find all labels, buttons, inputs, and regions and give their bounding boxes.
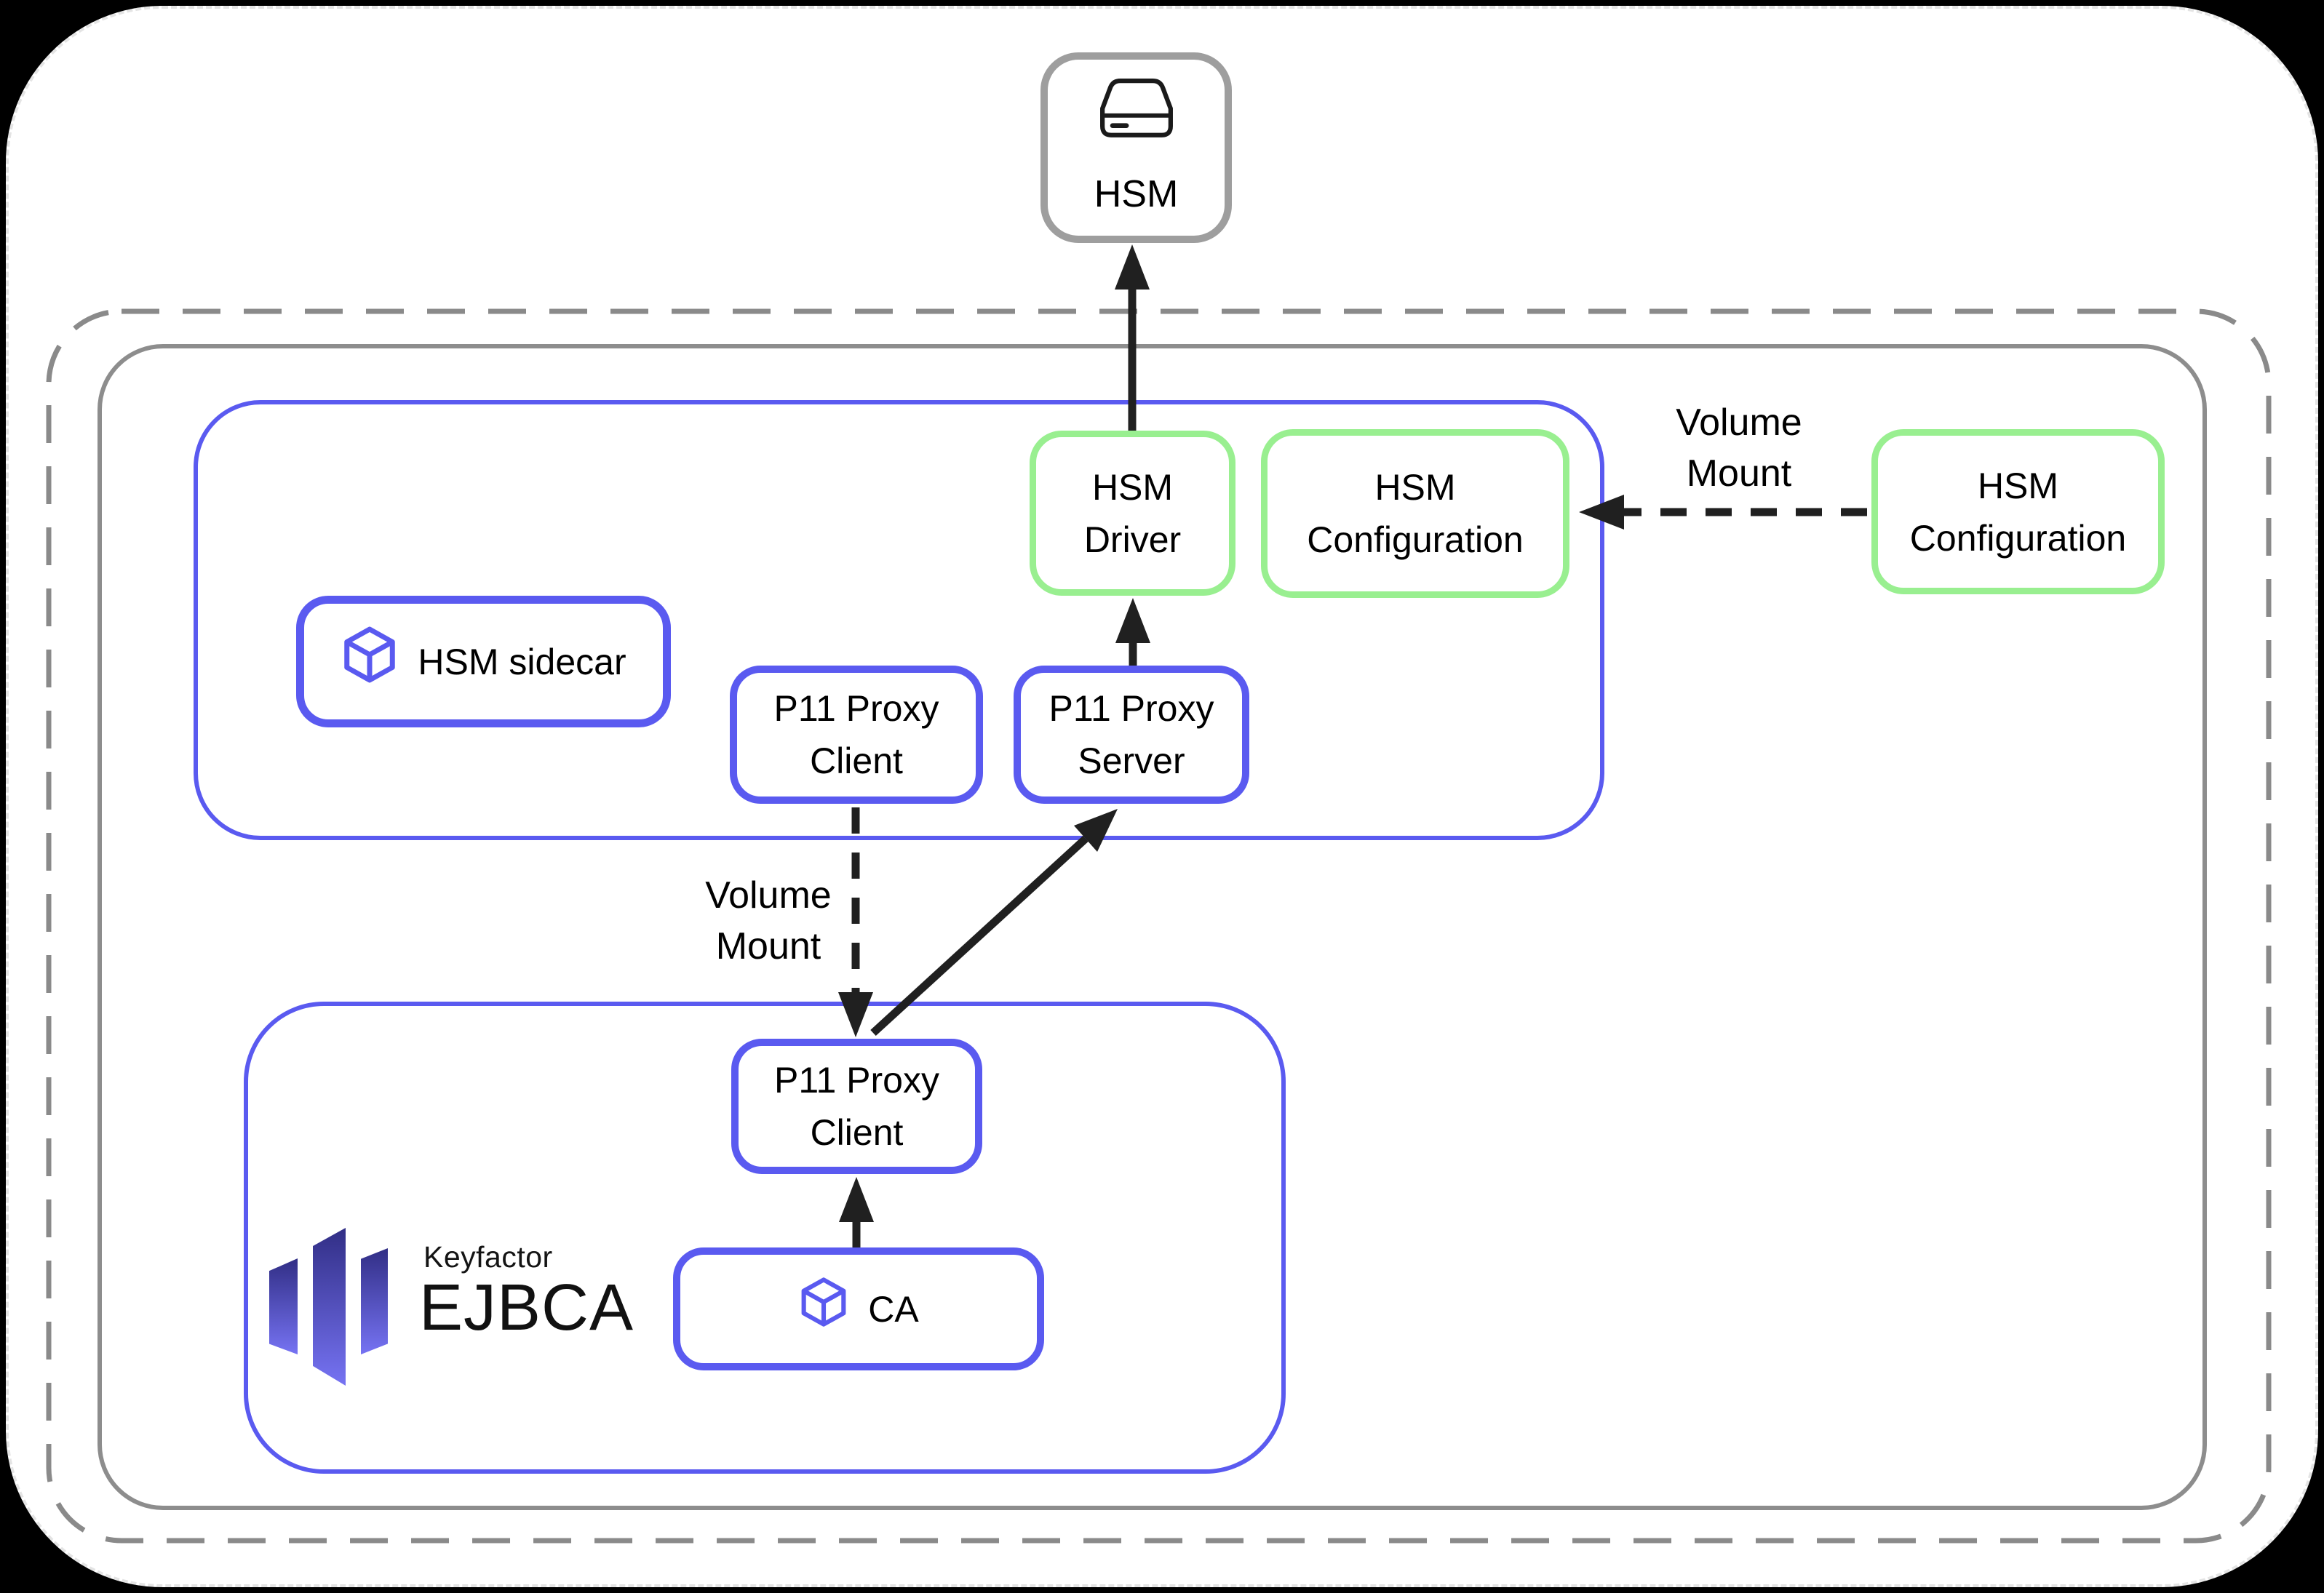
hsm-configuration-internal-line2: Configuration <box>1307 519 1524 560</box>
container-cube-icon <box>341 626 399 698</box>
p11-proxy-client-sidecar-line2: Client <box>810 740 903 781</box>
p11-proxy-server-line2: Server <box>1078 740 1185 781</box>
keyfactor-ejbca-logo: Keyfactor EJBCA <box>269 1227 720 1394</box>
ca-node: CA <box>673 1247 1044 1370</box>
volume-mount-middle-line2: Mount <box>715 925 821 967</box>
hsm-sidecar-tag: HSM sidecar <box>296 596 671 727</box>
p11-proxy-server-node: P11 Proxy Server <box>1014 666 1249 804</box>
volume-mount-right-line2: Mount <box>1686 452 1792 495</box>
hsm-configuration-internal-node: HSM Configuration <box>1261 429 1569 598</box>
logo-bar-right <box>361 1248 388 1354</box>
p11-proxy-client-sidecar-node: P11 Proxy Client <box>730 666 983 804</box>
p11-proxy-client-ejbca-line1: P11 Proxy <box>774 1060 939 1101</box>
volume-mount-label-right: Volume Mount <box>1601 397 1877 499</box>
hsm-node-label: HSM <box>1094 172 1179 215</box>
logo-bar-left <box>269 1258 298 1354</box>
logo-bar-middle <box>313 1228 346 1386</box>
hsm-driver-node: HSM Driver <box>1030 431 1235 596</box>
hsm-node: HSM <box>1040 52 1232 243</box>
hsm-sidecar-label: HSM sidecar <box>418 641 626 682</box>
hard-drive-icon <box>1094 76 1179 158</box>
ca-label: CA <box>868 1288 919 1330</box>
p11-proxy-server-line1: P11 Proxy <box>1048 688 1214 729</box>
ca-cube-icon <box>798 1277 849 1341</box>
p11-proxy-client-ejbca-node: P11 Proxy Client <box>731 1039 982 1174</box>
p11-proxy-client-ejbca-line2: Client <box>810 1112 904 1153</box>
hsm-driver-label-line1: HSM <box>1091 466 1174 508</box>
hsm-configuration-external-line2: Configuration <box>1909 517 2127 559</box>
hsm-configuration-internal-line1: HSM <box>1374 467 1456 508</box>
hsm-configuration-external-line1: HSM <box>1977 465 2059 506</box>
volume-mount-right-line1: Volume <box>1676 402 1802 444</box>
volume-mount-middle-line1: Volume <box>705 874 832 917</box>
hsm-driver-label-line2: Driver <box>1083 519 1182 560</box>
brand-company: Keyfactor <box>423 1240 553 1274</box>
brand-product: EJBCA <box>419 1271 634 1344</box>
hsm-configuration-external-node: HSM Configuration <box>1871 429 2165 594</box>
p11-proxy-client-sidecar-line1: P11 Proxy <box>773 688 939 729</box>
volume-mount-label-middle: Volume Mount <box>630 870 907 972</box>
